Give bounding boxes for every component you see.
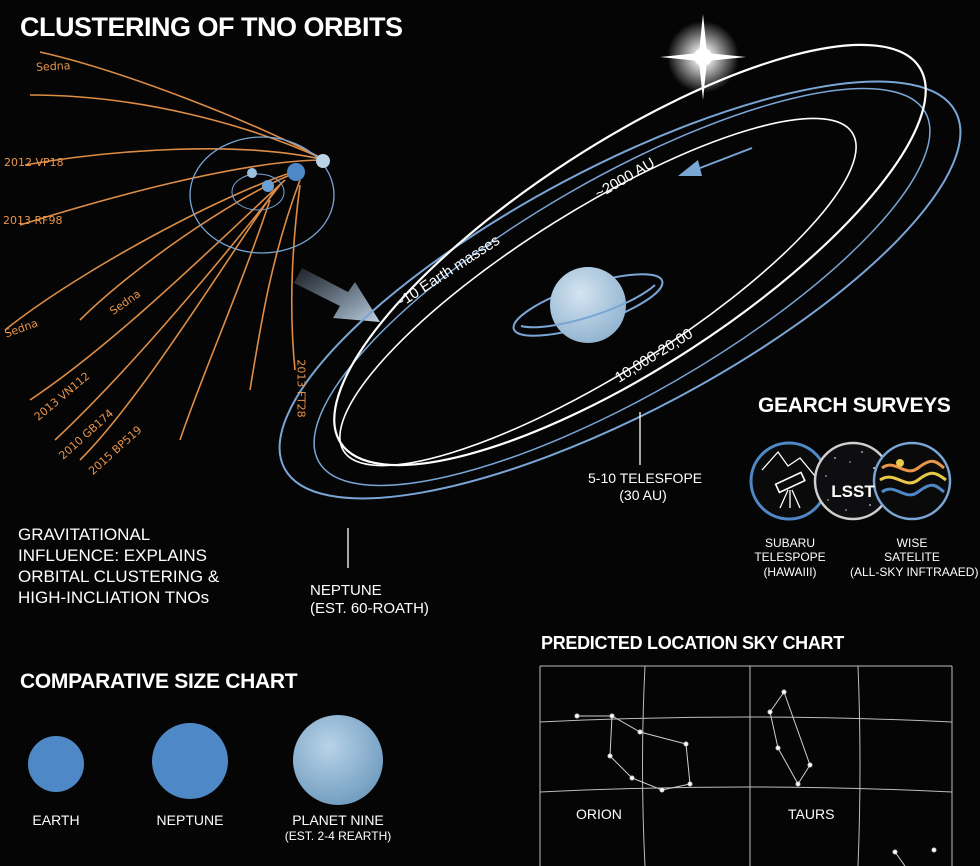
tno-label: 2013 RF98: [3, 214, 63, 227]
tno-dot: [287, 163, 305, 181]
cluster-orbit-outer: [189, 136, 335, 254]
wise-line: WISE: [896, 536, 928, 550]
neptune-note-line1: NEPTUNE: [310, 582, 382, 599]
gravity-line: INFLUENCE: EXPLAINS: [18, 546, 207, 565]
constellation-partial: [892, 847, 937, 866]
constellation-label-taurus: TAURS: [788, 806, 835, 822]
earth-label: EARTH: [32, 812, 80, 828]
sun-icon: [660, 14, 746, 100]
constellation-taurus: [767, 689, 813, 787]
subaru-line: SUBARU: [764, 536, 815, 550]
earth-circle: [28, 736, 84, 792]
planet-nine-circle: [293, 715, 383, 805]
tno-dot: [316, 154, 330, 168]
size-chart-title: COMPARATIVE SIZE CHART: [20, 670, 298, 693]
gravitational-influence-text: GRAVITATIONAL INFLUENCE: EXPLAINS ORBITA…: [18, 524, 228, 608]
telescope-note-line2: (30 AU): [619, 486, 667, 503]
sky-chart-title: PREDICTED LOCATION SKY CHART: [541, 633, 844, 653]
page-title: CLUSTERING OF TNO ORBITS: [20, 12, 403, 42]
wise-caption: WISE SATELITE (ALL-SKY INFTRAAED): [850, 536, 979, 579]
constellation-label-orion: ORION: [576, 806, 622, 822]
tno-label: 2013 FT28: [294, 359, 308, 418]
lsst-label: LSST: [831, 482, 875, 501]
wise-line: (ALL-SKY INFTRAAED): [850, 564, 979, 579]
cluster-orbit-inner: [231, 173, 285, 211]
subaru-line: (HAWAIII): [763, 564, 817, 579]
direction-arrow: [294, 268, 380, 322]
planet-nine: [512, 267, 664, 343]
telescope-note: 5-10 TELESFOPE (30 AU): [588, 470, 703, 504]
telescope-note-line1: 5-10 TELESFOPE: [588, 470, 703, 486]
tno-dot: [247, 168, 257, 178]
planet-nine-note: (EST. 2-4 REARTH): [284, 828, 392, 843]
gravity-line: ORBITAL CLUSTERING &: [18, 567, 220, 586]
subaru-line: TELESPOPE: [754, 550, 826, 565]
tno-dot: [262, 180, 274, 192]
subaru-caption: SUBARU TELESPOPE (HAWAIII): [740, 536, 840, 579]
neptune-note-line2: (EST. 60-ROATH): [310, 600, 429, 617]
wise-line: SATELITE: [884, 550, 940, 565]
planet-nine-name: PLANET NINE: [292, 812, 384, 828]
planet-nine-orbits: [278, 43, 962, 500]
subaru-telescope-icon: [749, 441, 829, 521]
planet-nine-label: PLANET NINE (EST. 2-4 REARTH): [278, 812, 398, 843]
neptune-circle: [152, 723, 228, 799]
surveys-title: GEARCH SURVEYS: [758, 394, 951, 417]
orbit-direction-arrow: [678, 147, 753, 176]
neptune-label: NEPTUNE: [156, 812, 224, 828]
neptune-note: NEPTUNE (EST. 60-ROATH): [310, 582, 429, 618]
wise-satellite-icon: [872, 441, 952, 521]
sky-chart-grid: [539, 665, 953, 866]
tno-label: Sedna: [35, 59, 71, 74]
gravity-line: GRAVITATIONAL: [18, 525, 151, 544]
tno-label: 2012 VP18: [4, 156, 64, 169]
gravity-line: HIGH-INCLIATION TNOs: [18, 588, 210, 607]
constellation-orion: [574, 713, 693, 793]
